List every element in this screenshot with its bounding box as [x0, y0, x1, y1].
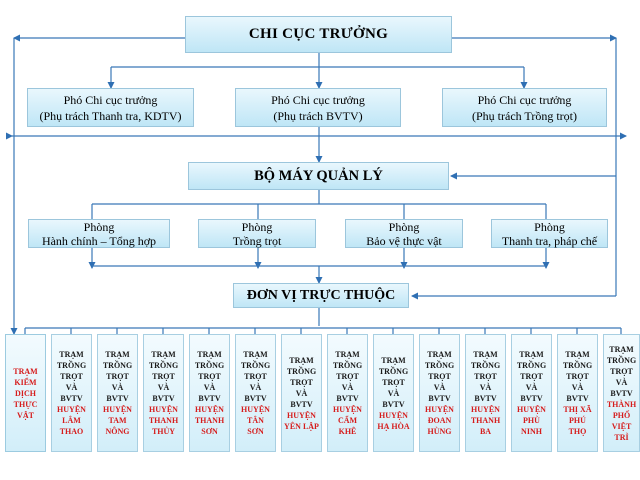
deputy-responsibility: (Phụ trách Trồng trọt) — [472, 108, 577, 123]
station-type: TRẠM TRỒNG TRỌT VÀ BVTV — [562, 350, 593, 403]
department-box-inspection-legal: Phòng Thanh tra, pháp chế — [491, 219, 608, 248]
deputy-title: Phó Chi cục trưởng — [63, 92, 158, 107]
station-type: TRẠM TRỒNG TRỌT VÀ BVTV — [378, 355, 409, 409]
station-type: TRẠM TRỒNG TRỌT VÀ BVTV — [606, 344, 637, 398]
deputy-responsibility: (Phụ trách BVTV) — [273, 108, 363, 123]
department-label: Phòng — [241, 219, 273, 234]
department-name: Bảo vệ thực vật — [366, 233, 442, 248]
station-type: TRẠM TRỒNG TRỌT VÀ BVTV — [56, 350, 87, 403]
station-type: TRẠM TRỒNG TRỌT VÀ BVTV — [470, 350, 501, 403]
department-name: Trồng trọt — [232, 233, 282, 248]
deputy-title: Phó Chi cục trưởng — [477, 92, 572, 107]
deputy-box-plant-protection: Phó Chi cục trưởng (Phụ trách BVTV) — [235, 88, 401, 127]
station-location: HUYỆN YÊN LẬP — [284, 410, 319, 431]
department-box-plant-protection: Phòng Bảo vệ thực vật — [345, 219, 463, 248]
station-type: TRẠM TRỒNG TRỌT VÀ BVTV — [516, 350, 547, 403]
chi-cuc-truong-box: CHI CỤC TRƯỞNG — [185, 16, 452, 53]
station-type: TRẠM TRỒNG TRỌT VÀ BVTV — [286, 355, 317, 409]
station-location: HUYỆN TÂN SƠN — [241, 405, 270, 436]
deputy-box-inspection: Phó Chi cục trưởng (Phụ trách Thanh tra,… — [27, 88, 194, 127]
management-title: BỘ MÁY QUẢN LÝ — [254, 167, 383, 184]
station-type: TRẠM TRỒNG TRỌT VÀ BVTV — [424, 350, 455, 403]
station-location: HUYỆN CẨM KHÊ — [333, 405, 362, 436]
affiliated-units-title: ĐƠN VỊ TRỰC THUỘC — [246, 287, 396, 303]
station-type: TRẠM TRỒNG TRỌT VÀ BVTV — [148, 350, 179, 403]
station-location: HUYỆN PHÙ NINH — [517, 405, 546, 436]
deputy-title: Phó Chi cục trưởng — [271, 92, 365, 107]
department-box-cultivation: Phòng Trồng trọt — [198, 219, 316, 248]
chi-cuc-truong-title: CHI CỤC TRƯỞNG — [248, 26, 389, 42]
station-type: TRẠM TRỒNG TRỌT VÀ BVTV — [102, 350, 133, 403]
department-name: Hành chính – Tổng hợp — [41, 233, 157, 248]
department-label: Phòng — [83, 219, 115, 234]
department-name: Thanh tra, pháp chế — [501, 233, 598, 248]
station-location: HUYỆN THANH SƠN — [194, 405, 225, 436]
department-label: Phòng — [388, 219, 420, 234]
station-location: THỊ XÃ PHÚ THỌ — [563, 405, 592, 436]
station-location: HUYỆN THANH THỦY — [148, 405, 179, 436]
station-location: HUYỆN ĐOAN HÙNG — [425, 405, 454, 436]
department-box-admin: Phòng Hành chính – Tổng hợp — [28, 219, 170, 248]
station-location: HUYỆN THANH BA — [470, 405, 501, 436]
deputy-box-cultivation: Phó Chi cục trưởng (Phụ trách Trồng trọt… — [442, 88, 607, 127]
station-location: HUYỆN HẠ HÒA — [377, 410, 410, 431]
station-type: TRẠM TRỒNG TRỌT VÀ BVTV — [332, 350, 363, 403]
deputy-responsibility: (Phụ trách Thanh tra, KDTV) — [39, 108, 182, 123]
affiliated-units-box: ĐƠN VỊ TRỰC THUỘC — [233, 283, 409, 308]
station-location: TRẠM KIỂM DỊCH THỰC VẬT — [13, 366, 38, 420]
station-location: HUYỆN LÂM THAO — [57, 405, 86, 436]
management-box: BỘ MÁY QUẢN LÝ — [188, 162, 449, 190]
station-box: TRẠM KIỂM DỊCH THỰC VẬT — [5, 334, 46, 452]
station-type: TRẠM TRỒNG TRỌT VÀ BVTV — [240, 350, 271, 403]
department-label: Phòng — [534, 219, 565, 234]
station-location: THÀNH PHỐ VIỆT TRÌ — [606, 399, 637, 442]
station-location: HUYỆN TAM NÔNG — [103, 405, 132, 436]
station-type: TRẠM TRỒNG TRỌT VÀ BVTV — [194, 350, 225, 403]
